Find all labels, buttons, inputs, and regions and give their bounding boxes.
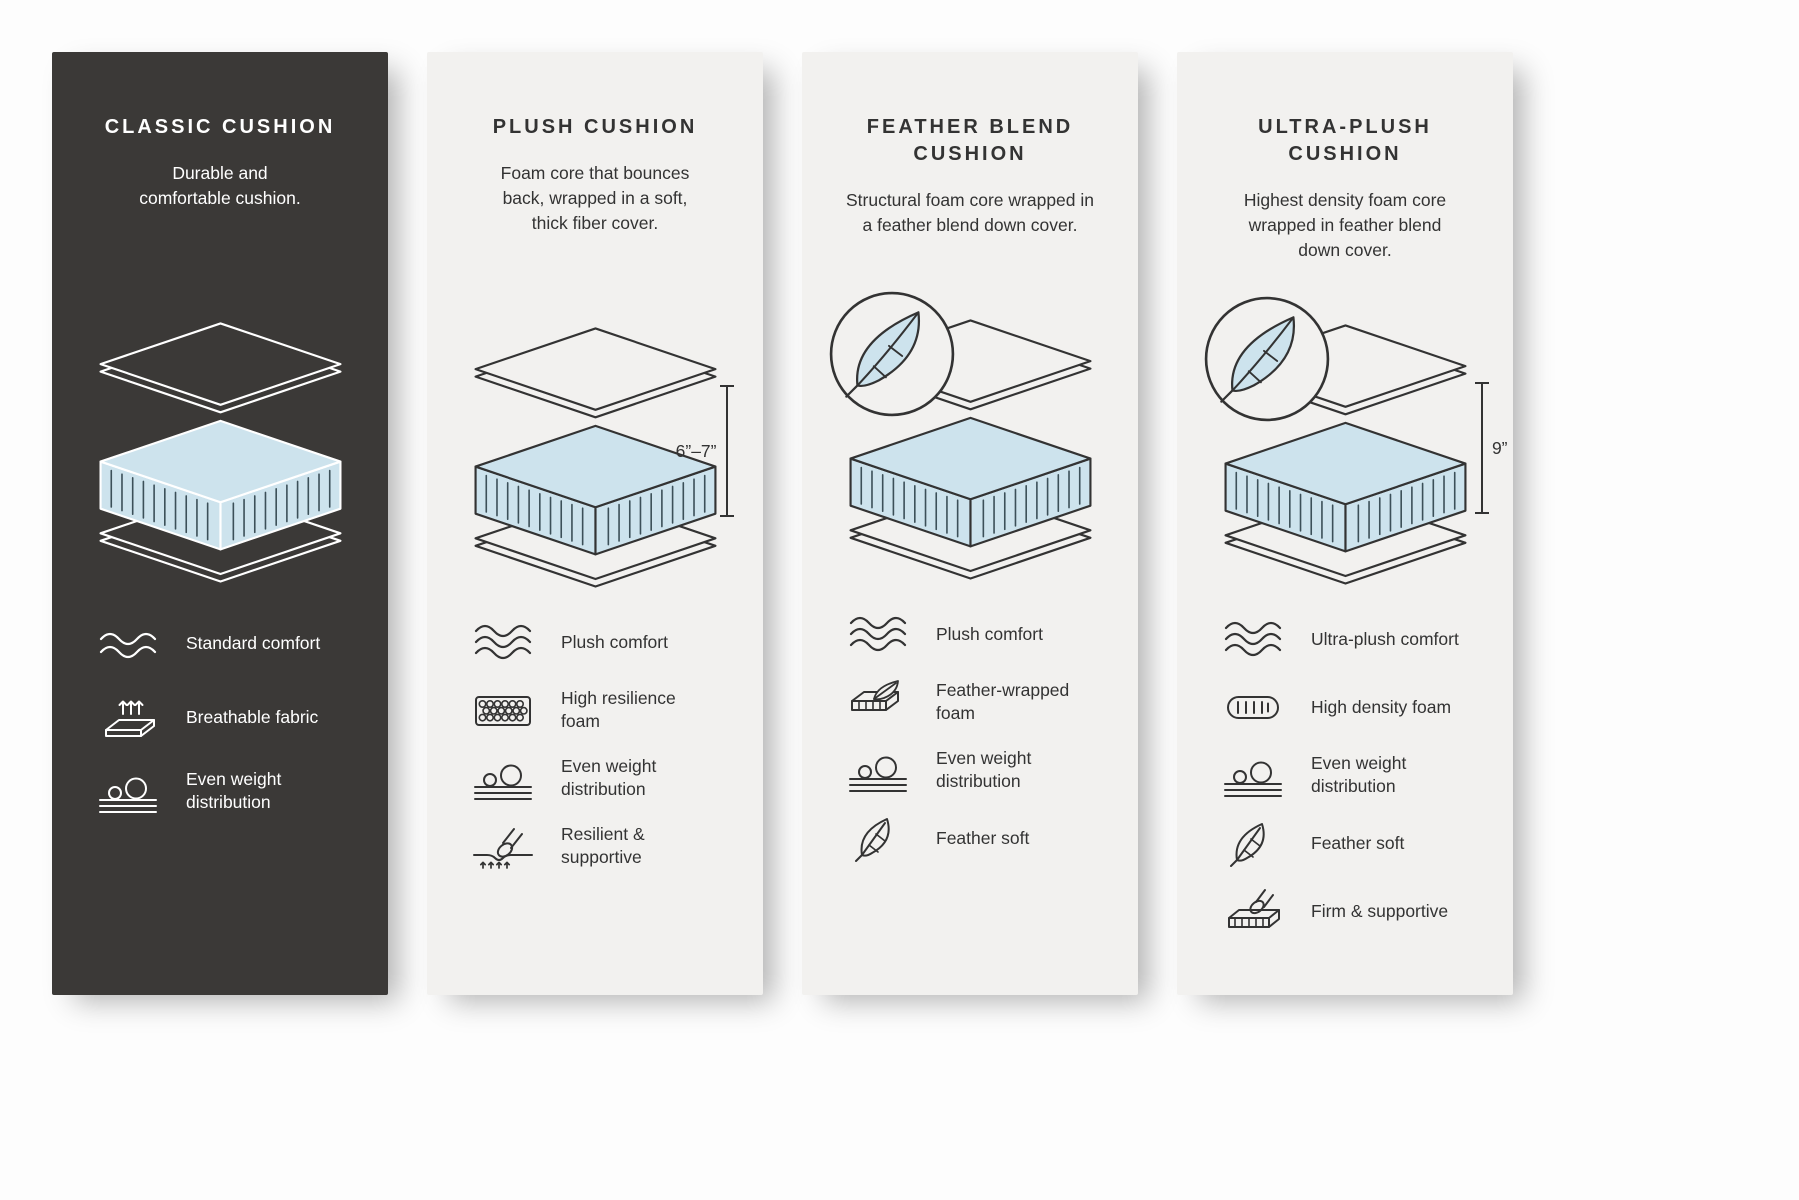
feature-row: Resilient & supportive bbox=[471, 822, 729, 870]
feature-list: Ultra-plush comfort High density foam Ev… bbox=[1211, 615, 1479, 935]
cushion-layers-diagram: 6”–7” bbox=[467, 324, 734, 592]
waves-icon bbox=[849, 616, 907, 652]
dimension-indicator: 9” bbox=[1474, 382, 1508, 515]
feather-badge-icon bbox=[1204, 296, 1329, 422]
feature-label: Even weight distribution bbox=[186, 769, 282, 813]
feature-label: Firm & supportive bbox=[1311, 900, 1449, 921]
feature-label: High density foam bbox=[1311, 696, 1452, 717]
feature-label: Resilient & supportive bbox=[561, 824, 645, 868]
cushion-layers-diagram bbox=[92, 319, 349, 587]
card-title: CLASSIC CUSHION bbox=[104, 116, 336, 138]
card-ultra-plush-cushion: ULTRA-PLUSH CUSHION Highest density foam… bbox=[1177, 52, 1513, 995]
resilient-supportive-icon bbox=[473, 828, 533, 870]
feature-list: Plush comfort Feather-wrapped foam Even … bbox=[836, 610, 1104, 863]
card-plush-cushion: PLUSH CUSHION Foam core that bounces bac… bbox=[427, 52, 763, 995]
feature-label: Plush comfort bbox=[561, 631, 668, 652]
card-description: Foam core that bounces back, wrapped in … bbox=[500, 163, 690, 234]
feature-row: Plush comfort bbox=[846, 610, 1104, 658]
waves-icon bbox=[99, 632, 157, 659]
feature-label: Breathable fabric bbox=[186, 706, 319, 727]
firm-supportive-icon bbox=[1228, 889, 1280, 929]
even-weight-icon bbox=[474, 764, 532, 801]
feature-row: Firm & supportive bbox=[1221, 887, 1479, 935]
feature-row: Breathable fabric bbox=[96, 693, 354, 741]
feature-label: High resilience foam bbox=[561, 688, 676, 732]
feather-icon bbox=[855, 818, 890, 863]
feather-wrapped-foam-icon bbox=[851, 680, 899, 712]
feature-row: High density foam bbox=[1221, 683, 1479, 731]
card-feather-blend-cushion: FEATHER BLEND CUSHION Structural foam co… bbox=[802, 52, 1138, 995]
high-resilience-foam-icon bbox=[475, 696, 531, 727]
feature-label: Standard comfort bbox=[186, 632, 321, 653]
dimension-line bbox=[719, 385, 734, 518]
feature-list: Standard comfort Breathable fabric Even … bbox=[86, 619, 354, 815]
card-description: Durable and comfortable cushion. bbox=[139, 163, 301, 209]
feature-row: High resilience foam bbox=[471, 686, 729, 734]
cushion-layers-diagram: 9” bbox=[1204, 296, 1508, 589]
dimension-label: 6”–7” bbox=[675, 440, 717, 461]
card-title: PLUSH CUSHION bbox=[492, 116, 698, 138]
cushion-layers-icon bbox=[98, 322, 342, 583]
feature-label: Even weight distribution bbox=[936, 748, 1032, 792]
feature-row: Even weight distribution bbox=[471, 754, 729, 802]
feature-label: Feather soft bbox=[1311, 832, 1405, 853]
feature-row: Even weight distribution bbox=[1221, 751, 1479, 799]
feature-label: Plush comfort bbox=[936, 623, 1043, 644]
feature-row: Even weight distribution bbox=[96, 767, 354, 815]
feature-row: Feather-wrapped foam bbox=[846, 678, 1104, 726]
waves-icon bbox=[474, 624, 532, 660]
dimension-line bbox=[1474, 382, 1489, 515]
feature-row: Feather soft bbox=[1221, 819, 1479, 868]
card-title: ULTRA-PLUSH CUSHION bbox=[1258, 116, 1432, 165]
feature-label: Feather-wrapped foam bbox=[936, 680, 1070, 724]
feature-label: Ultra-plush comfort bbox=[1311, 628, 1459, 649]
feature-row: Ultra-plush comfort bbox=[1221, 615, 1479, 663]
even-weight-icon bbox=[849, 756, 907, 793]
feature-list: Plush comfort High resilience foam Even … bbox=[461, 618, 729, 870]
feature-row: Feather soft bbox=[846, 814, 1104, 863]
feature-row: Even weight distribution bbox=[846, 746, 1104, 794]
waves-icon bbox=[1224, 621, 1282, 657]
feature-label: Even weight distribution bbox=[1311, 753, 1407, 797]
high-density-foam-icon bbox=[1227, 696, 1279, 720]
card-title: FEATHER BLEND CUSHION bbox=[866, 116, 1074, 165]
even-weight-icon bbox=[99, 777, 157, 814]
card-description: Highest density foam core wrapped in fea… bbox=[1243, 190, 1447, 261]
feature-row: Standard comfort bbox=[96, 619, 354, 667]
feather-icon bbox=[1230, 823, 1265, 868]
cushion-layers-diagram bbox=[829, 291, 1099, 584]
cushion-comparison-board: CLASSIC CUSHION Durable and comfortable … bbox=[52, 52, 1513, 995]
even-weight-icon bbox=[1224, 761, 1282, 798]
dimension-indicator: 6”–7” bbox=[675, 385, 734, 518]
card-classic-cushion: CLASSIC CUSHION Durable and comfortable … bbox=[52, 52, 388, 995]
dimension-label: 9” bbox=[1491, 437, 1508, 458]
feather-badge-icon bbox=[829, 291, 954, 417]
feature-label: Feather soft bbox=[936, 827, 1030, 848]
card-description: Structural foam core wrapped in a feathe… bbox=[845, 190, 1095, 236]
breathable-fabric-icon bbox=[105, 700, 155, 738]
feature-label: Even weight distribution bbox=[561, 756, 657, 800]
feature-row: Plush comfort bbox=[471, 618, 729, 666]
